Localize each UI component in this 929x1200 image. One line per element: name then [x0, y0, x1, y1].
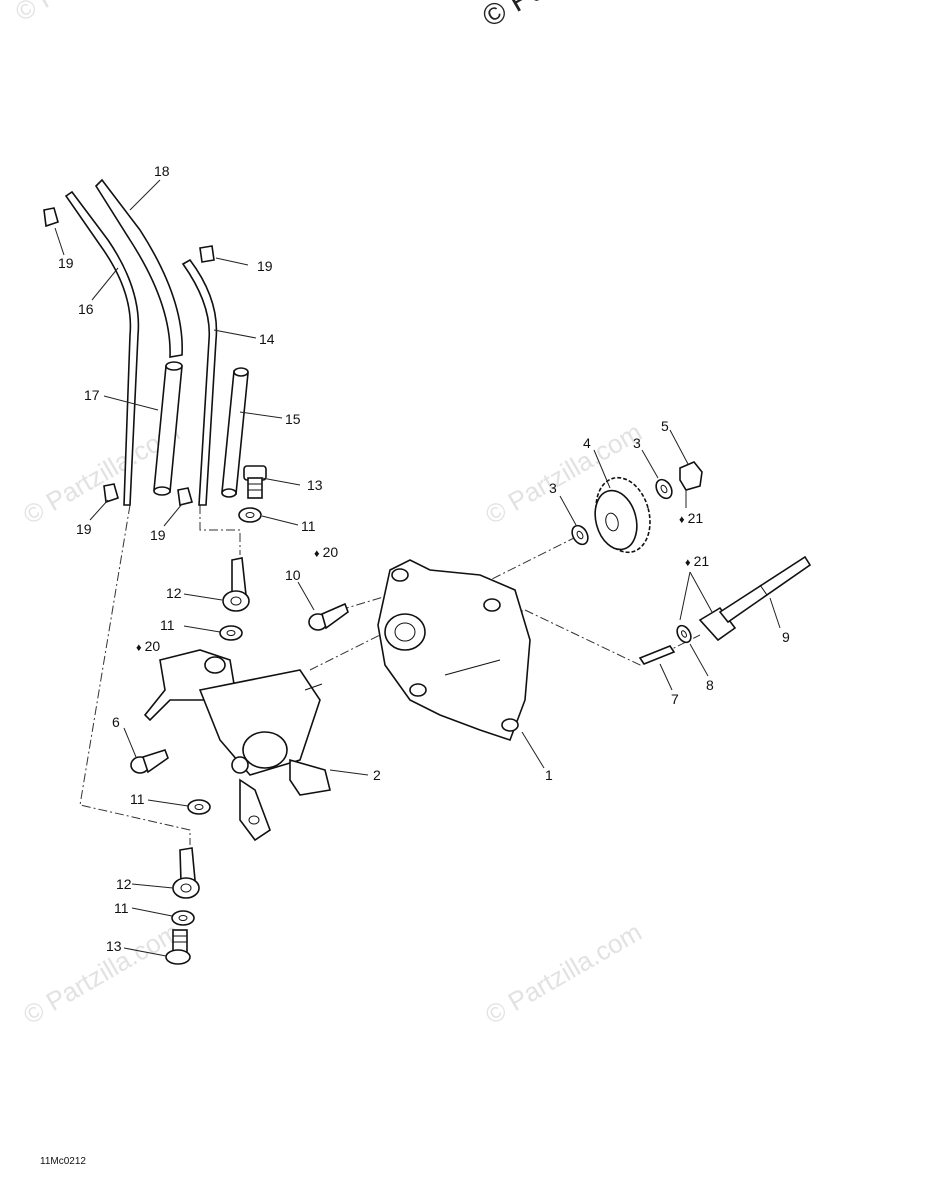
leader-lines	[54, 179, 781, 957]
callout-8: 8	[706, 677, 714, 693]
callout-21-bottom: ♦21	[685, 553, 709, 569]
callout-3-right: 3	[633, 435, 641, 451]
callout-20-left: ♦20	[136, 638, 160, 654]
callout-3-left: 3	[549, 480, 557, 496]
hose-17	[153, 361, 183, 496]
callout-11-lower: 11	[130, 791, 145, 807]
hose-16	[64, 190, 140, 506]
callout-2: 2	[373, 767, 381, 783]
callout-17: 17	[84, 387, 100, 403]
banjo-bolt-13-top	[243, 465, 267, 499]
callout-21-top: ♦21	[679, 510, 703, 526]
washer-3-right	[655, 478, 673, 500]
callout-9: 9	[782, 629, 790, 645]
screw-10	[308, 602, 349, 631]
hose-14	[181, 258, 218, 506]
callouts: 18 19 16 19 14 17 15 13 19 19 11 ♦20 10 …	[58, 163, 790, 954]
banjo-fitting-12-bottom	[172, 847, 200, 899]
callout-19-bottom-right: 19	[150, 527, 166, 543]
gear-4	[594, 476, 651, 554]
callout-11-bottom: 11	[114, 900, 129, 916]
washer-11-top	[238, 507, 262, 523]
washer-11-lower	[187, 799, 211, 815]
oil-drop-icon: ♦	[679, 514, 685, 526]
callout-12-top: 12	[166, 585, 182, 601]
callout-16: 16	[78, 301, 94, 317]
washer-3-left	[571, 524, 589, 546]
callout-19-bottom-left: 19	[76, 521, 92, 537]
callout-5: 5	[661, 418, 669, 434]
callout-7: 7	[671, 691, 679, 707]
shaft-9	[698, 555, 812, 642]
clamp-19-top-left	[43, 207, 59, 228]
banjo-bolt-13-bottom	[165, 929, 191, 965]
callout-20-top: ♦20	[314, 544, 338, 560]
callout-19-top-left: 19	[58, 255, 74, 271]
banjo-fitting-12-top	[222, 557, 250, 612]
oil-drop-icon: ♦	[314, 548, 320, 560]
oil-drop-icon: ♦	[685, 557, 691, 569]
washer-11-mid	[219, 625, 243, 641]
callout-13-bottom: 13	[106, 938, 122, 954]
clamp-19-bottom-left	[103, 483, 119, 504]
clamp-19-bottom-right	[177, 487, 193, 506]
oil-drop-icon: ♦	[136, 642, 142, 654]
watermark-bottom-right: © Partzilla.com	[480, 917, 647, 1031]
diagram-code: 11Mc0212	[40, 1156, 86, 1167]
pin-7	[638, 645, 676, 665]
washer-8	[676, 624, 692, 644]
screw-6	[130, 749, 169, 774]
callout-11-top: 11	[301, 518, 316, 534]
watermark-top-center: © Par	[477, 0, 560, 34]
callout-13-top: 13	[307, 477, 323, 493]
callout-15: 15	[285, 411, 301, 427]
callout-4: 4	[583, 435, 591, 451]
watermark-bottom-left: © Partzilla.com	[18, 917, 185, 1031]
washer-11-bottom	[171, 910, 195, 926]
callout-19-top-right: 19	[257, 258, 273, 274]
alignment-lines	[79, 504, 701, 845]
watermark-top-left: © Pa	[10, 0, 76, 27]
cover-1	[377, 559, 531, 742]
callout-14: 14	[259, 331, 275, 347]
callout-11-mid: 11	[160, 617, 175, 633]
callout-6: 6	[112, 714, 120, 730]
hose-15	[221, 367, 249, 498]
oil-pump-2	[143, 649, 331, 842]
hose-18	[94, 178, 183, 358]
callout-10: 10	[285, 567, 301, 583]
clamp-19-top-right	[199, 245, 215, 263]
nut-5	[679, 461, 703, 491]
callout-1: 1	[545, 767, 553, 783]
callout-12-bottom: 12	[116, 876, 132, 892]
callout-18: 18	[154, 163, 170, 179]
